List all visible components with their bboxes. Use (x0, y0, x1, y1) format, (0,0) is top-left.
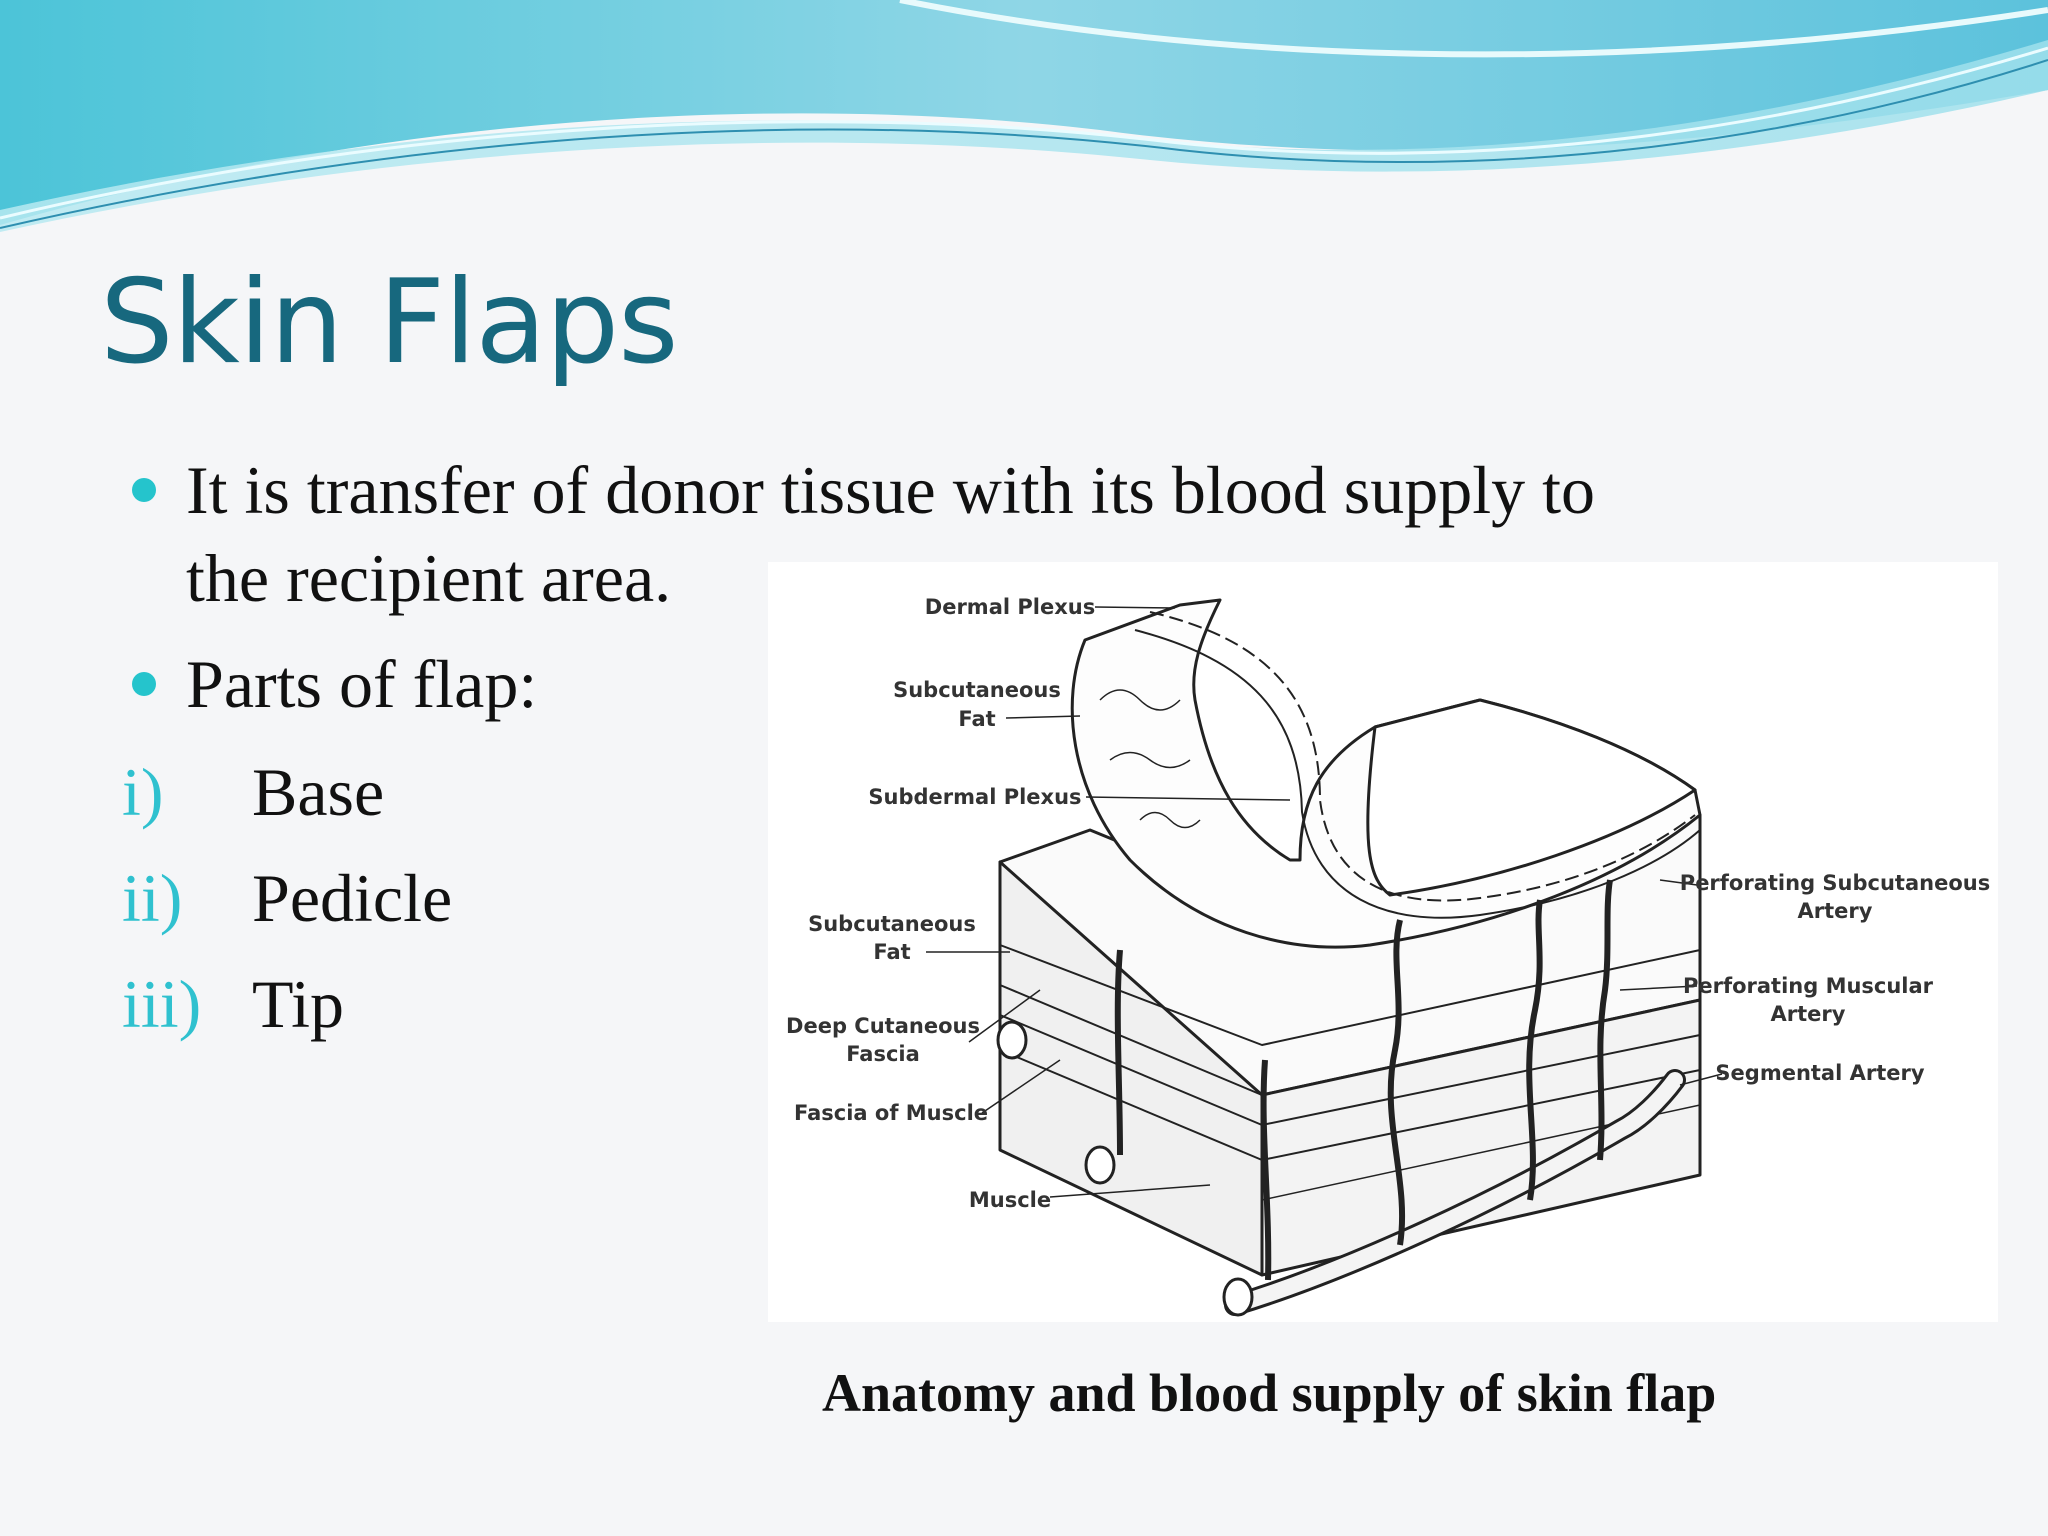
flap-top-surface (1366, 698, 1697, 897)
numbered-marker-1: i) (122, 754, 164, 830)
slide-title: Skin Flaps (100, 255, 679, 390)
label-subcutaneous-fat: Subcutaneous (808, 912, 976, 936)
bullet-2-line-1: Parts of flap: (186, 646, 538, 722)
label-subcutaneous-fat-top-2: Fat (958, 707, 995, 731)
perforating-artery (1114, 949, 1123, 1156)
label-subcutaneous-fat-top: Subcutaneous (893, 678, 1061, 702)
numbered-item-tip: Tip (252, 966, 345, 1042)
block-left-face (998, 860, 1264, 1277)
perforating-artery (1526, 899, 1543, 1201)
skin-flap-diagram: Dermal Plexus Subcutaneous Fat Subdermal… (768, 562, 1998, 1322)
numbered-item-pedicle: Pedicle (252, 860, 453, 936)
label-perforating-subcutaneous-artery: Perforating Subcutaneous (1680, 871, 1990, 895)
label-subcutaneous-fat-2: Fat (873, 940, 910, 964)
label-muscle: Muscle (969, 1188, 1051, 1212)
label-subdermal-plexus: Subdermal Plexus (868, 785, 1081, 809)
header-wave-decoration (0, 0, 2048, 232)
label-perforating-muscular-artery: Perforating Muscular (1683, 974, 1934, 998)
label-fascia-of-muscle: Fascia of Muscle (794, 1101, 988, 1125)
bullet-1-line-2: the recipient area. (186, 540, 672, 616)
bullet-1-line-1: It is transfer of donor tissue with its … (186, 452, 1596, 528)
label-deep-cutaneous-fascia: Deep Cutaneous (786, 1014, 980, 1038)
perforating-artery (1260, 1059, 1272, 1281)
label-segmental-artery: Segmental Artery (1715, 1061, 1924, 1085)
label-dermal-plexus: Dermal Plexus (925, 595, 1095, 619)
numbered-marker-2: ii) (122, 860, 183, 936)
label-deep-cutaneous-fascia-2: Fascia (846, 1042, 920, 1066)
perforating-artery (1597, 879, 1613, 1161)
perforating-artery (1387, 919, 1406, 1246)
figure-caption: Anatomy and blood supply of skin flap (822, 1363, 1717, 1423)
label-perforating-muscular-artery-2: Artery (1771, 1002, 1846, 1026)
bullet-dot (132, 478, 156, 502)
bullet-dot (132, 672, 156, 696)
numbered-item-base: Base (252, 754, 385, 830)
numbered-marker-3: iii) (122, 966, 202, 1042)
label-perforating-subcutaneous-artery-2: Artery (1798, 899, 1873, 923)
